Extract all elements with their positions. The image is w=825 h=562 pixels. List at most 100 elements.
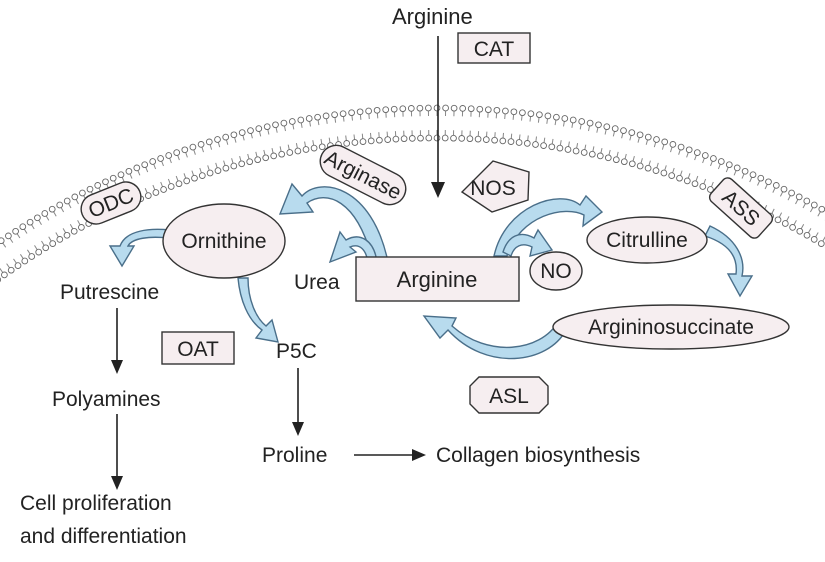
lipid-head [459,105,467,112]
lipid-head [532,141,539,148]
lipid-head [523,140,531,147]
lipid-head [400,135,408,143]
lipid-head [733,164,741,172]
lipid-head [280,119,288,127]
lipid-head [63,197,71,205]
lipid-head [272,121,279,129]
lipid-head [160,186,167,193]
lipid-head [238,129,246,136]
lipid-head [810,201,818,209]
lipid-head [636,162,644,170]
oat-label: OAT [177,338,219,361]
lipid-head [817,240,825,247]
lipid-head [693,149,701,156]
lipid-head [669,141,677,148]
lipid-head [580,149,588,156]
lipid-head [310,144,318,152]
ornithine-label: Ornithine [181,230,266,253]
lipid-head [644,164,652,172]
lipid-head [433,134,441,142]
collagen-label: Collagen biosynthesis [436,444,640,467]
lipid-head [519,109,526,117]
lipid-head [466,135,474,143]
urea-flow-arrow [328,230,378,264]
polyamines-cell-arrowhead [111,476,123,490]
lipid-head [628,160,636,168]
lipid-head [181,146,189,154]
lipid-head [482,136,490,143]
lipid-head [564,146,572,153]
lipid-head [796,227,804,235]
lipid-head [294,147,302,155]
lipid-head [71,193,79,201]
lipid-head [596,152,604,160]
lipid-head [94,182,102,189]
ornithine-node [162,203,286,279]
lipid-head [676,174,683,182]
nitric-oxide-node [529,251,583,291]
proline-label: Proline [262,444,327,467]
lipid-head [612,156,620,164]
lipid-head [653,136,660,143]
lipid-head [701,152,709,159]
lipid-head [683,177,691,185]
lipid-head [408,135,416,142]
lipid-head [382,106,390,114]
lipid-head [34,214,41,222]
lipid-head [795,193,803,201]
lipid-head [56,236,64,243]
lipid-head [48,205,56,213]
lipid-head [660,169,668,177]
lipid-head [359,138,367,145]
import-arrowhead [431,182,445,198]
lipid-head [536,111,543,119]
lipid-head [351,139,359,146]
lipid-head [262,154,270,162]
lipid-head [628,129,636,136]
lipid-head [373,106,381,114]
lipid-head [86,185,94,193]
lipid-head [1,271,8,279]
lipid-head [141,161,149,169]
lipid-head [556,144,564,152]
lipid-head [620,158,628,166]
lipid-head [255,125,263,132]
oat-flow-arrow [237,277,279,343]
lipid-head [230,131,238,139]
lipid-head [507,138,515,145]
lipid-head [331,111,338,119]
lipid-head [41,210,49,217]
lipid-head [810,236,818,243]
putrescine-label: Putrescine [60,281,159,304]
lipid-head [561,115,569,122]
lipid-head [611,125,619,132]
cell-proliferation-line1: Cell proliferation [20,492,172,515]
nos-flow-arrow-no [502,228,554,257]
lipid-head [35,248,43,256]
lipid-head [803,231,811,239]
lipid-head [70,227,78,235]
lipid-head [165,152,173,159]
lipid-head [42,244,50,252]
lipid-head [407,105,415,112]
lipid-head [246,158,254,166]
lipid-head [491,136,498,144]
argininosuccinate-node [552,304,790,350]
cat-label: CAT [474,38,515,61]
nos-pentagon [460,160,530,213]
lipid-head [339,110,347,118]
asl-label: ASL [489,385,529,408]
arginine-intracellular-box [355,256,520,302]
lipid-head [417,134,424,142]
lipid-head [63,231,71,239]
lipid-head [205,138,213,146]
lipid-head [149,158,157,165]
lipid-head [484,106,492,114]
lipid-head [425,104,432,112]
arginine-extracellular-label: Arginine [392,4,473,29]
lipid-head [717,158,725,165]
lipid-head [19,223,27,231]
lipid-head [356,108,364,116]
lipid-head [206,169,214,177]
lipid-head [197,141,205,148]
